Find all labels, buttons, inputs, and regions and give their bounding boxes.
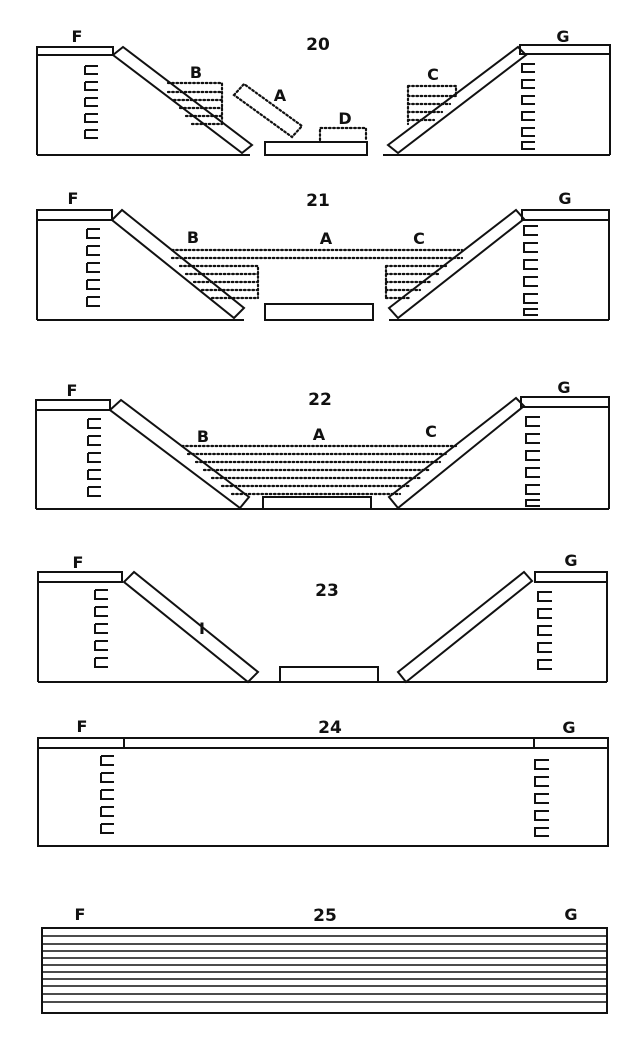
label-c-21: C <box>413 229 425 248</box>
fill-line-a-21 <box>170 248 464 260</box>
stage-platform-21 <box>264 303 374 321</box>
left-frame-22 <box>35 399 111 509</box>
label-c-20: C <box>427 65 439 84</box>
frame-joints-24 <box>123 738 535 748</box>
right-ramp-20 <box>386 45 528 155</box>
right-tiers-23 <box>537 591 552 670</box>
block-a-20 <box>232 82 304 139</box>
label-g-20: G <box>556 27 569 46</box>
label-g-22: G <box>557 378 570 397</box>
right-tiers-20 <box>521 63 535 150</box>
stage-platform-23 <box>279 666 379 683</box>
stack-b-20 <box>166 81 224 127</box>
label-f-24: F <box>77 717 88 736</box>
label-b-21: B <box>187 228 199 247</box>
right-tiers-24 <box>534 759 549 837</box>
right-tiers-21 <box>523 225 538 316</box>
label-i-23: I <box>199 619 205 638</box>
figure-number-24: 24 <box>318 718 342 738</box>
fill-rows-22 <box>180 444 458 496</box>
block-d-20 <box>318 126 368 142</box>
right-frame-22 <box>520 396 610 509</box>
right-frame-21 <box>521 209 610 320</box>
figure-number-25: 25 <box>313 906 337 926</box>
right-ramp-23 <box>396 570 534 684</box>
stage-platform-20 <box>264 141 368 156</box>
figure-22: 22 F G B A C <box>35 378 610 510</box>
left-ramp-22 <box>108 398 251 510</box>
right-frame-20 <box>519 44 611 155</box>
stage-layers-frame-25 <box>41 927 608 1014</box>
label-f-23: F <box>73 553 84 572</box>
stage-platform-22 <box>262 496 372 510</box>
label-c-22: C <box>425 422 437 441</box>
label-f-22: F <box>67 381 78 400</box>
label-d-20: D <box>338 109 351 128</box>
label-a-22: A <box>313 425 326 444</box>
figure-number-20: 20 <box>306 35 330 55</box>
figure-number-21: 21 <box>306 191 330 211</box>
figure-21: 21 F G B A C <box>36 189 610 321</box>
label-b-22: B <box>197 427 209 446</box>
stage-slab-24 <box>37 737 609 847</box>
label-a-21: A <box>320 229 333 248</box>
label-a-20: A <box>274 86 287 105</box>
stage-layers-25 <box>42 935 607 1003</box>
label-g-24: G <box>562 718 575 737</box>
right-tiers-22 <box>525 416 540 507</box>
left-tiers-22 <box>87 418 101 497</box>
label-g-23: G <box>564 551 577 570</box>
left-ramp-23 <box>122 570 260 684</box>
figure-25: 25 F G <box>41 905 608 1014</box>
label-b-20: B <box>190 63 202 82</box>
right-ramp-21 <box>387 208 526 320</box>
figure-23: 23 F G I <box>37 551 608 684</box>
right-frame-23 <box>534 571 608 682</box>
left-frame-20 <box>36 46 114 155</box>
figure-number-23: 23 <box>315 581 339 601</box>
left-tiers-20 <box>84 65 98 139</box>
stack-b-21 <box>178 264 260 300</box>
stack-c-20 <box>406 84 458 126</box>
label-f-25: F <box>75 905 86 924</box>
left-frame-23 <box>37 571 123 682</box>
left-tiers-24 <box>100 755 114 834</box>
label-g-25: G <box>564 905 577 924</box>
stack-c-21 <box>384 264 448 300</box>
left-ramp-20 <box>111 45 254 155</box>
left-frame-21 <box>36 209 113 320</box>
figure-24: 24 F G <box>37 717 609 847</box>
figure-20: 20 F G B C A D <box>36 27 611 156</box>
label-g-21: G <box>558 189 571 208</box>
figure-number-22: 22 <box>308 390 332 410</box>
left-ramp-21 <box>110 208 246 320</box>
left-tiers-23 <box>94 589 108 668</box>
left-tiers-21 <box>86 228 100 307</box>
label-f-21: F <box>68 189 79 208</box>
label-f-20: F <box>72 27 83 46</box>
right-ramp-22 <box>387 396 526 510</box>
